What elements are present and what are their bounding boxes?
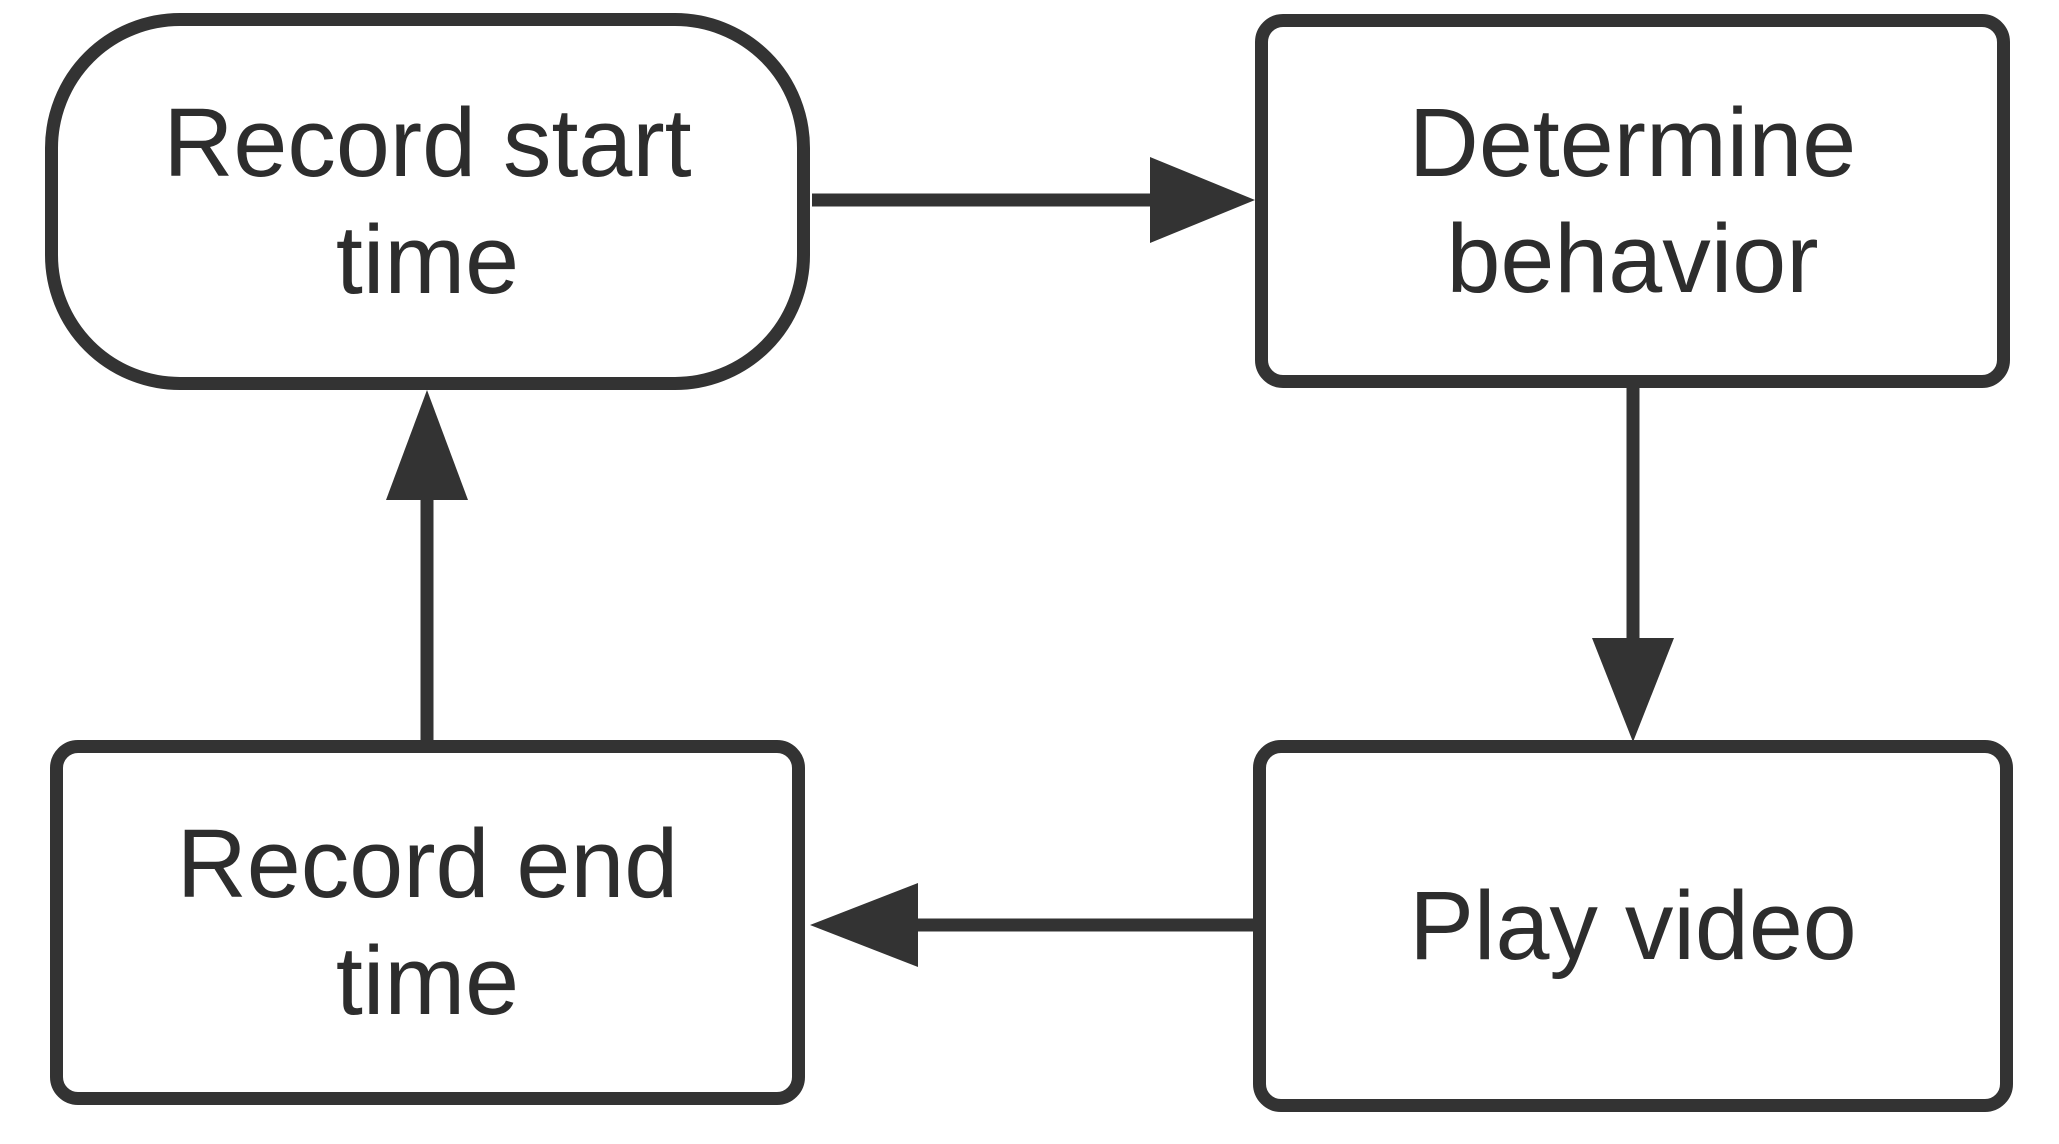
node-determine-behavior: Determine behavior [1255,14,2010,388]
node-label-line: behavior [1446,204,1819,313]
edge-record-start-to-determine-behavior [812,157,1255,243]
node-label-line: Record start [163,88,692,198]
node-label-line: time [335,204,520,314]
edge-play-video-to-record-end-time [810,883,1255,967]
node-record-start-time: Record start time [45,13,810,390]
arrowhead-up-icon [386,390,468,500]
node-label-line: Determine [1408,87,1857,197]
edge-determine-behavior-to-play-video [1592,386,1674,742]
node-label-line: Record end [176,809,679,919]
node-record-end-time: Record end time [50,740,805,1105]
arrowhead-left-icon [810,883,918,967]
arrowhead-down-icon [1592,638,1674,742]
arrowhead-right-icon [1150,157,1255,243]
node-label-line: Play video [1409,870,1857,980]
node-label-line: time [335,925,520,1035]
node-play-video: Play video [1253,740,2013,1112]
edge-record-end-to-record-start [386,390,468,742]
